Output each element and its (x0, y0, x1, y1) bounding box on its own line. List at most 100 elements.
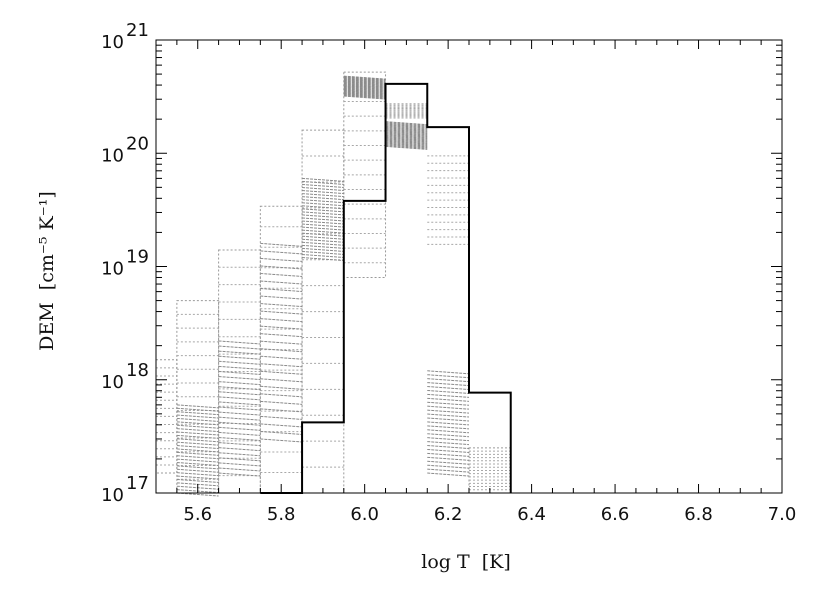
dense-realization (218, 467, 261, 472)
dense-realization (302, 244, 344, 249)
dense-realization (385, 142, 428, 147)
dense-realization (176, 478, 219, 483)
dense-realization (427, 382, 470, 387)
dense-realization (176, 424, 219, 429)
monte-carlo-dense-band (176, 75, 470, 497)
dense-realization (427, 386, 470, 391)
dense-realization (176, 438, 219, 443)
x-tick-label: 6.6 (601, 504, 630, 525)
dense-realization (218, 350, 261, 355)
x-tick-label: 6.8 (684, 504, 713, 525)
dense-realization (176, 468, 219, 473)
dense-realization (427, 421, 470, 426)
dense-realization (302, 235, 344, 240)
dense-realization (343, 75, 386, 80)
dense-realization (385, 129, 428, 134)
dense-realization (260, 400, 303, 405)
dense-realization (385, 140, 428, 145)
dense-realization (427, 389, 470, 394)
dense-realization (427, 405, 470, 410)
dense-realization (260, 310, 303, 315)
dense-realization (427, 370, 470, 375)
dense-realization (385, 141, 428, 146)
dense-realization (385, 125, 428, 130)
dense-realization (260, 257, 303, 262)
dense-realization (427, 374, 470, 379)
dense-realization (343, 84, 386, 89)
dense-realization (218, 365, 261, 370)
dense-realization (218, 406, 261, 411)
dense-realization (302, 220, 344, 225)
x-tick-label: 5.6 (183, 504, 212, 525)
dense-realization (343, 92, 386, 97)
dense-realization (218, 376, 261, 381)
dense-realization (343, 94, 386, 99)
dense-realization (385, 139, 428, 144)
y-axis-title: DEM [cm⁻⁵ K⁻¹] (36, 191, 58, 351)
dense-realization (260, 288, 303, 293)
dense-realization (302, 183, 344, 188)
y-tick-exponent: 20 (126, 133, 149, 154)
dense-realization (218, 431, 261, 436)
dense-realization (343, 84, 386, 89)
dense-realization (302, 250, 344, 255)
dense-realization (218, 401, 261, 406)
dense-realization (260, 378, 303, 383)
dense-realization (260, 325, 303, 330)
dense-realization (218, 421, 261, 426)
dense-realization (427, 429, 470, 434)
y-tick-label: 10 (101, 32, 124, 53)
dense-realization (260, 430, 303, 435)
dense-realization (343, 81, 386, 86)
dense-realization (218, 386, 261, 391)
dense-realization (260, 348, 303, 353)
dense-realization (302, 241, 344, 246)
dense-realization (302, 180, 344, 185)
dense-realization (427, 472, 470, 477)
y-tick-exponent: 19 (126, 247, 149, 268)
x-tick-label: 6.4 (517, 504, 546, 525)
dense-realization (427, 425, 470, 430)
dense-realization (218, 340, 261, 345)
dense-realization (176, 428, 219, 433)
dense-realization (343, 79, 386, 84)
dense-realization (302, 187, 344, 192)
x-axis-title: log T [K] (421, 551, 511, 573)
dense-realization (385, 132, 428, 137)
dense-realization (260, 333, 303, 338)
dense-realization (385, 133, 428, 138)
dense-realization (260, 423, 303, 428)
dense-realization (218, 416, 261, 421)
y-tick-label: 10 (101, 372, 124, 393)
dense-realization (260, 250, 303, 255)
dense-realization (385, 136, 428, 141)
x-tick-label: 6.0 (350, 504, 379, 525)
dense-realization (218, 447, 261, 452)
dense-realization (343, 85, 386, 90)
dense-realization (302, 226, 344, 231)
dense-realization (218, 426, 261, 431)
dense-realization (427, 468, 470, 473)
x-tick-label: 5.8 (267, 504, 296, 525)
dense-realization (176, 404, 219, 409)
dense-realization (218, 442, 261, 447)
y-tick-exponent: 21 (126, 20, 149, 41)
dense-realization (385, 127, 428, 132)
dense-realization (302, 193, 344, 198)
dense-realization (427, 445, 470, 450)
dense-realization (343, 94, 386, 99)
dense-realization (260, 408, 303, 413)
dense-realization (218, 381, 261, 386)
dense-realization (343, 80, 386, 85)
dense-realization (343, 90, 386, 95)
dense-realization (427, 378, 470, 383)
dense-realization (302, 232, 344, 237)
dense-realization (302, 217, 344, 222)
dense-realization (218, 345, 261, 350)
dense-realization (260, 363, 303, 368)
dense-realization (218, 396, 261, 401)
dense-realization (260, 295, 303, 300)
dense-realization (343, 76, 386, 81)
y-tick-label: 10 (101, 259, 124, 280)
